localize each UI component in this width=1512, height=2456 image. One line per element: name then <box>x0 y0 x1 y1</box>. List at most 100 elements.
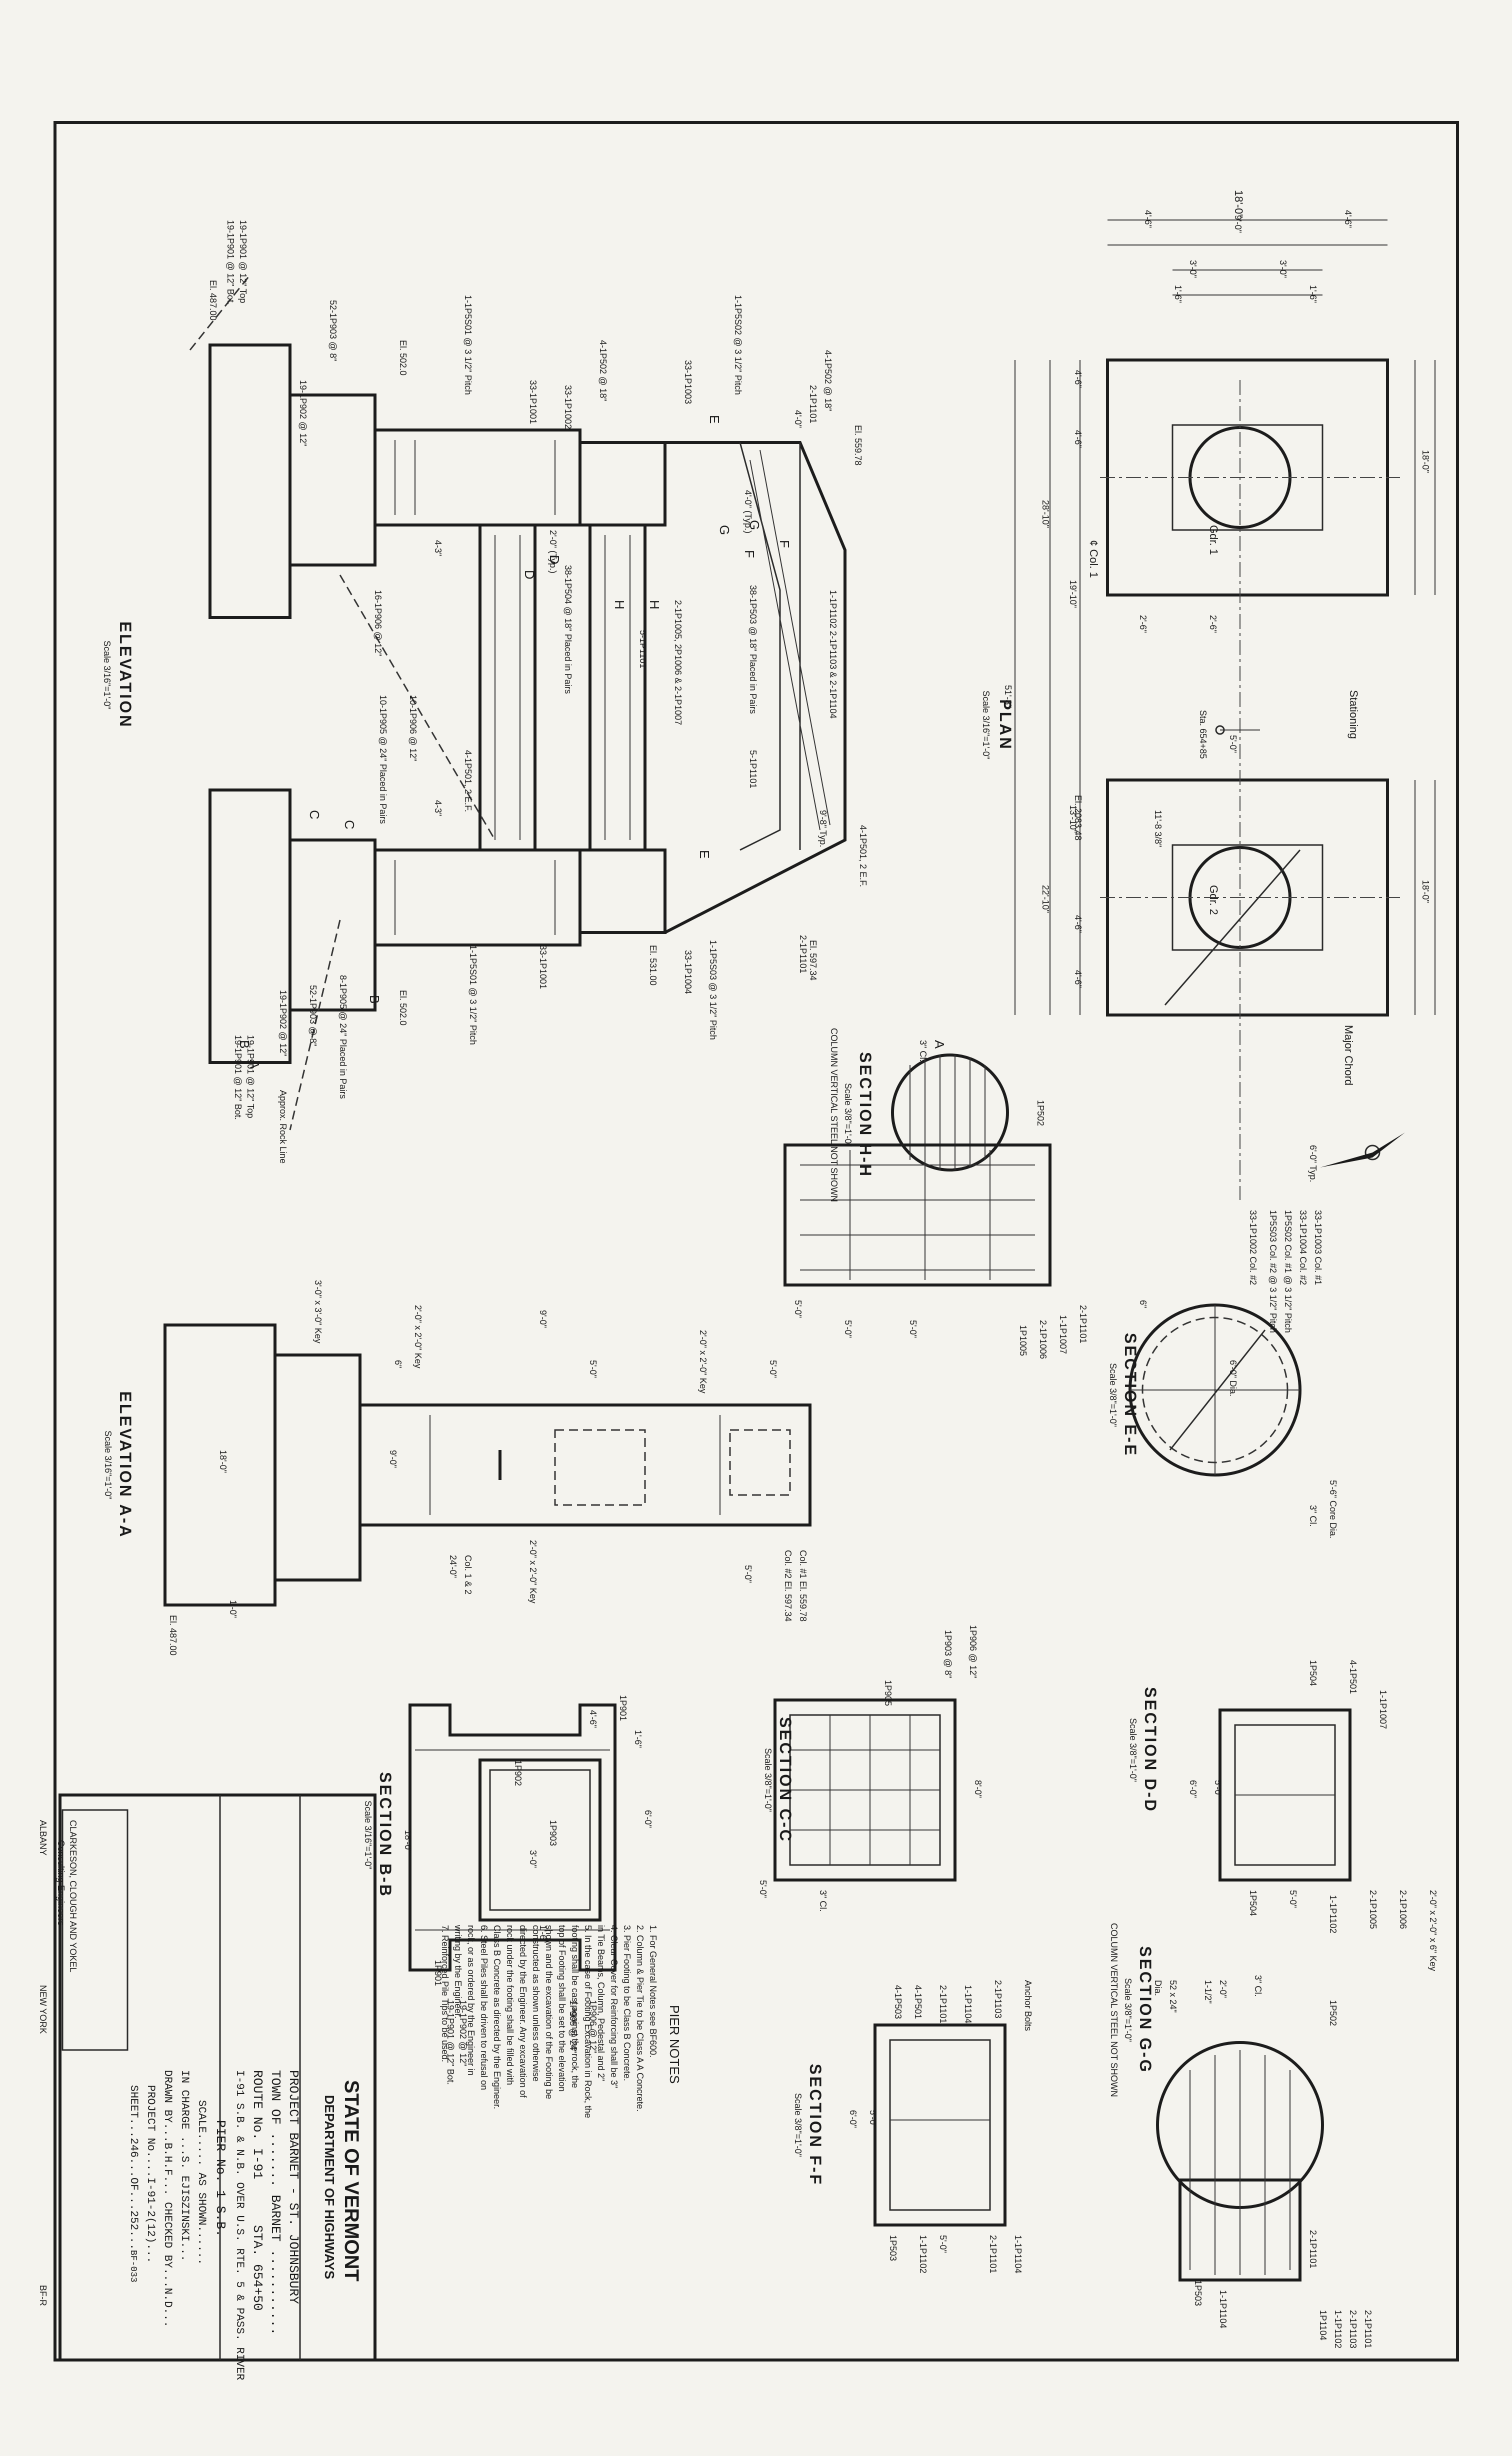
section-marker: H <box>647 600 662 610</box>
section-ee-note: 33-1P1004 Col. #2 <box>1298 1210 1308 1285</box>
elevation-dim: 4'-0" (Typ.) <box>743 490 753 534</box>
pier-note: 3. Pier Footing to be Class B Concrete. <box>622 1925 632 2081</box>
section-bb-note: 1P906 @ 12" <box>588 2000 598 2054</box>
section-hh-scale: Scale 3/8"=1'-0" <box>843 1083 853 1147</box>
elevation-note: 4-3" <box>433 540 443 556</box>
section-ff-note: 4-1P503 <box>893 1985 903 2019</box>
section-bb-dim: 3'-0" <box>528 1850 538 1868</box>
section-cc-title: SECTION C-C <box>776 1717 794 1843</box>
section-bb-note: 19-1P902 @ 12" <box>458 2000 468 2066</box>
elevation-note: 10-1P905 @ 24" Placed in Pairs <box>378 695 388 824</box>
elevation-note: 4-1P501, 2 E.F. <box>463 750 473 812</box>
title-scale: SCALE..... AS SHOWN...... <box>196 2100 208 2265</box>
section-dd-dim: 5'-0" <box>1213 1780 1223 1798</box>
section-dd-note: 1P504 <box>1308 1660 1318 1686</box>
elevation-note: 9'-8" Typ. <box>818 810 828 848</box>
elevation-note: 19-1P901 @ 12" Bot. <box>233 1035 243 1120</box>
title-route: ROUTE No. I-91 <box>250 2070 265 2179</box>
pier-note: rock, or as ordered by the Engineer in <box>466 1925 476 2076</box>
section-dd-dim: 5'-0" <box>1288 1890 1298 1908</box>
elevation-note: 19-1P901 @ 12" Top <box>246 1035 256 1118</box>
section-ff-scale: Scale 3/8"=1'-0" <box>793 2093 803 2157</box>
section-dd-scale: Scale 3/8"=1'-0" <box>1128 1718 1138 1782</box>
elevation-note: El. 531.00 <box>648 945 658 986</box>
section-gg-note: 1P503 <box>1193 2280 1203 2306</box>
elevation-note: 33-1P1001 <box>528 380 538 424</box>
sheet-corner-label: BF-R <box>38 2285 48 2306</box>
plan-dim: 4'-6" <box>1073 915 1083 933</box>
elevation-note: 1-1P5S03 @ 3 1/2" Pitch <box>708 940 718 1040</box>
section-gg-note: 2-1P1101 <box>1363 2310 1373 2348</box>
elevation-aa-note: 3'-0" x 3'-0" Key <box>313 1280 323 1344</box>
plan-el: El. 2083.48 <box>1073 795 1083 840</box>
elevation-note: 4-1P502 @ 18" <box>823 350 833 412</box>
section-ee-scale: Scale 3/8"=1'-0" <box>1108 1363 1118 1427</box>
section-dd-title: SECTION D-D <box>1142 1687 1160 1813</box>
title-sta: STA. 654+50 <box>250 2225 265 2311</box>
section-hh-note: 1P502 <box>1036 1100 1046 1126</box>
elevation-note: El. 559.78 <box>853 425 863 466</box>
title-state: STATE OF VERMONT <box>340 2080 362 2282</box>
section-ee-note: 33-1P1002 Col. #2 <box>1248 1210 1258 1285</box>
title-in-charge: IN CHARGE ...S. EJISZINSKI... <box>178 2070 191 2262</box>
plan-sta: Sta. 654+85 <box>1198 710 1208 759</box>
section-ff-note: 1-1P1104 <box>963 1985 973 2024</box>
section-hh-note: 2-1P1006 <box>1038 1320 1048 1359</box>
elevation-dim: 2'-0" (Typ.) <box>548 530 558 574</box>
section-gg-note: 1-1/2" <box>1203 1980 1213 2004</box>
pier-note: 6. Steel Piles shall be driven to refusa… <box>479 1925 489 2090</box>
elevation-aa-note: 2'-0" x 2'-0" Key <box>528 1540 538 1604</box>
section-gg-note: 1P502 <box>1328 2000 1338 2026</box>
plan-dim: 4'-6" <box>1073 970 1083 988</box>
elevation-scale: Scale 3/16"=1'-0" <box>102 640 112 710</box>
section-marker: D <box>547 555 562 564</box>
elevation-note: 19-1P901 @ 12" Top <box>238 220 248 303</box>
section-bb-dim: 6'-0" <box>643 1810 653 1828</box>
section-ee-dim: 6'-0" Dia. <box>1228 1360 1238 1396</box>
elevation-note: El. 487.00 <box>208 280 218 320</box>
elevation-note: El. 597.34 <box>808 940 818 980</box>
section-bb-dim: 1'-6" <box>538 1925 548 1943</box>
elevation-note: 2-1P1005, 2P1006 & 2-1P1007 <box>673 600 683 725</box>
section-ee-note: 1P5S03 Col. #2 @ 3 1/2" Pitch <box>1268 1210 1278 1333</box>
elevation-aa-dim: Col. 1 & 2 <box>463 1555 473 1594</box>
plan-dim: 22'-10" <box>1040 885 1050 913</box>
section-ff-note: 4-1P501 <box>913 1985 923 2019</box>
section-marker: G <box>747 520 762 530</box>
elevation-note: 2-1P1101 <box>798 935 808 974</box>
elevation-note: 33-1P1003 <box>683 360 693 404</box>
section-ee-title: SECTION E-E <box>1122 1333 1140 1457</box>
section-gg-clear: 3" Cl. <box>1253 1975 1263 1996</box>
sheet-border <box>54 121 1459 2362</box>
consultant-line2: Consulting Engineers <box>56 1840 66 1926</box>
section-ff-note: 1P503 <box>888 2235 898 2261</box>
elevation-note: 52-1P903 @ 8" <box>328 300 338 362</box>
pier-notes-title: PIER NOTES <box>667 2005 682 2084</box>
elevation-note: 19-1P902 @ 12" <box>278 990 288 1056</box>
pier-note: constructed as shown unless otherwise <box>531 1925 541 2082</box>
section-hh-title: SECTION H-H <box>856 1052 874 1178</box>
plan-dim: 4'-6" <box>1073 370 1083 388</box>
section-marker: H <box>612 600 627 610</box>
section-ee-view <box>1128 1304 1302 1476</box>
title-description: I-91 S.B. & N.B. OVER U.S. RTE. 5 & PASS… <box>234 2070 246 2380</box>
elevation-aa-dim: 5'-0" <box>793 1300 803 1318</box>
section-gg-scale: Scale 3/8"=1'-0" <box>1123 1978 1133 2042</box>
section-ff-dim: 6'-0" <box>848 2110 858 2128</box>
title-bf: BF-033 <box>128 2250 138 2282</box>
pier-note: shown and the excavation of the Footing … <box>544 1925 554 2099</box>
section-gg-note: 2-1P1101 <box>1308 2230 1318 2268</box>
elevation-aa-scale: Scale 3/16"=1'-0" <box>103 1430 113 1500</box>
section-gg-note: 1-1P1104 <box>1218 2290 1228 2328</box>
elevation-aa-dim: 6" <box>393 1360 403 1368</box>
plan-dim: 1'-6" <box>1173 285 1183 303</box>
elevation-note: 1-1P5S01 @ 3 1/2" Pitch <box>463 295 473 395</box>
section-cc-scale: Scale 3/8"=1'-0" <box>763 1748 773 1812</box>
section-marker: B <box>367 995 382 1004</box>
consultant-city1: ALBANY <box>38 1820 48 1856</box>
elevation-note: 1-1P1102 2-1P1103 & 2-1P1104 <box>828 590 838 718</box>
plan-dim: 2'-6" <box>1138 615 1148 633</box>
section-ee-dim: 5'-6" Core Dia. <box>1328 1480 1338 1538</box>
plan-dim: 3'-0" <box>1278 260 1288 278</box>
plan-dim: 51'-8" <box>1003 685 1013 708</box>
